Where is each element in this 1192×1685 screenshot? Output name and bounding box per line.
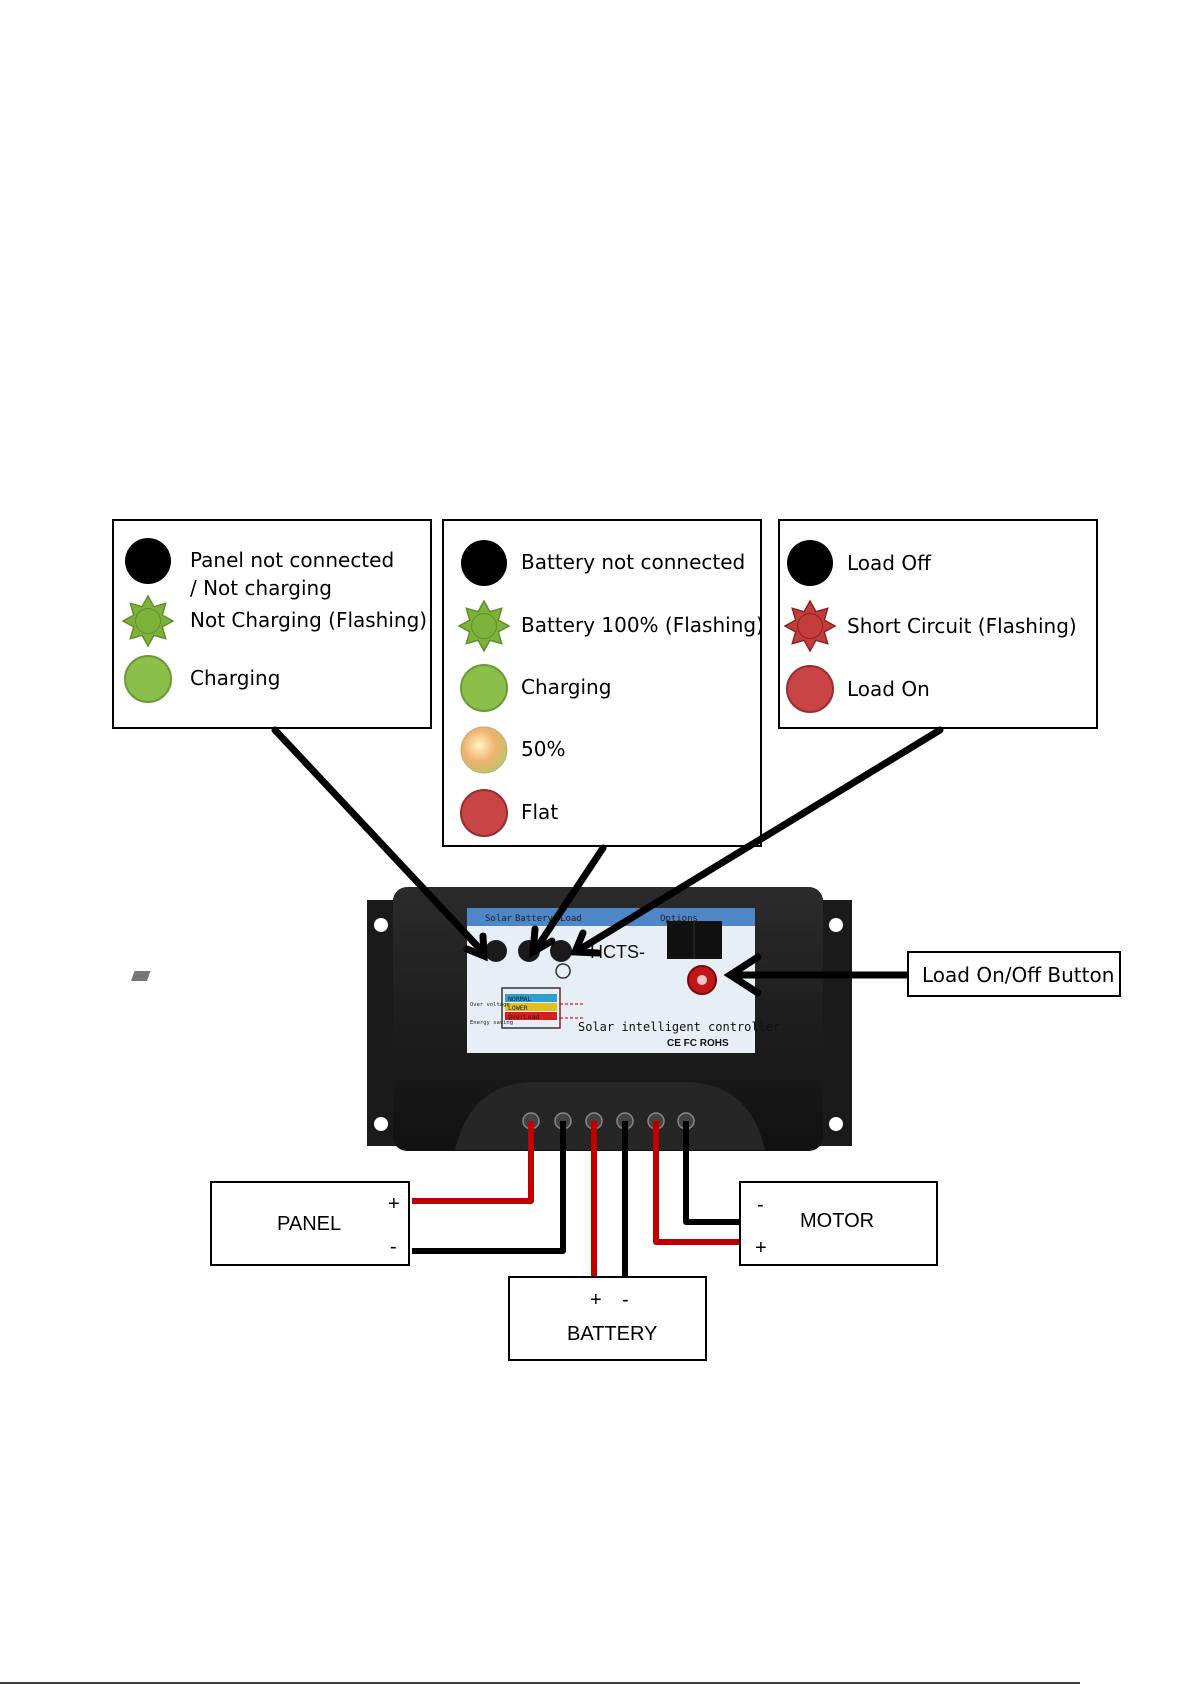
wire-motor-positive: [653, 1121, 743, 1245]
star-center: [471, 613, 497, 639]
button-callout: Load On/Off Button: [907, 951, 1121, 997]
controller-name-text: Solar intelligent controller: [578, 1020, 780, 1034]
legend-load: Load Off Short Circuit (Flashing) Load O…: [778, 519, 1098, 729]
arrow-panel-led-head: [463, 932, 488, 962]
legend-label: Load On: [847, 677, 930, 701]
arrow-battery-led-head: [528, 925, 556, 959]
model-text: HCTS-: [590, 942, 645, 962]
motor-label: MOTOR: [800, 1210, 874, 1232]
indicator-flat-icon: [460, 789, 508, 837]
legend-item-panel-charging: Charging: [124, 655, 280, 703]
header-label-load: Load: [560, 914, 582, 924]
battery-box: + - BATTERY: [508, 1276, 707, 1361]
arrow-load-led: [578, 726, 944, 952]
arrow-load-led-head: [569, 929, 602, 957]
indicator-off-icon: [461, 540, 507, 586]
mounting-hole: [829, 1117, 843, 1131]
legend-battery: Battery not connected Battery 100% (Flas…: [442, 519, 764, 847]
indicator-on-icon: [786, 665, 834, 713]
motor-box: MOTOR - +: [739, 1181, 938, 1266]
arrow-button-head: [723, 953, 762, 997]
flashing-star-icon: [457, 599, 511, 653]
legend-label: Charging: [190, 666, 280, 690]
legend-label: Short Circuit (Flashing): [847, 614, 1077, 638]
legend-item-battery-off: Battery not connected: [461, 540, 745, 586]
panel-box: PANEL + -: [210, 1181, 410, 1266]
led-solar: [485, 940, 507, 962]
mounting-hole: [374, 1117, 388, 1131]
status-lower: LOWER: [508, 1004, 528, 1012]
legend-label: Panel not connected: [190, 548, 394, 572]
load-on-off-button[interactable]: [687, 965, 717, 995]
battery-plus: +: [590, 1289, 602, 1311]
mounting-hole: [374, 918, 388, 932]
status-overload: OverLoad: [508, 1013, 539, 1021]
legend-label: Flat: [521, 800, 558, 824]
legend-item-panel-flashing: Not Charging (Flashing): [121, 594, 427, 648]
arrow-panel-led: [271, 726, 485, 954]
legend-item-battery-full: Battery 100% (Flashing): [457, 599, 764, 653]
star-center: [797, 613, 823, 639]
legend-label: / Not charging: [190, 576, 332, 600]
wire-panel-positive: [412, 1121, 534, 1204]
legend-label: 50%: [521, 737, 565, 761]
indicator-on-icon: [124, 655, 172, 703]
legend-item-panel-off: Panel not connected / Not charging: [125, 538, 394, 600]
legend-label: Not Charging (Flashing): [190, 608, 427, 632]
wire-motor-negative: [683, 1121, 743, 1225]
legend-label: Battery 100% (Flashing): [521, 613, 764, 637]
legend-item-load-off: Load Off: [787, 540, 932, 586]
header-label-options: Options: [660, 914, 698, 924]
indicator-off-icon: [125, 538, 171, 584]
legend-item-battery-half: 50%: [460, 726, 565, 774]
pointer-arrows: [271, 726, 944, 997]
solar-panel-icon: [130, 971, 151, 981]
status-normal: NORMAL: [508, 995, 532, 1003]
certification-text: CE FC ROHS: [667, 1038, 729, 1049]
panel-label: PANEL: [277, 1213, 341, 1235]
legend-item-battery-charging: Charging: [460, 664, 611, 712]
legend-panel: Panel not connected / Not charging Not C…: [112, 519, 432, 729]
wire-panel-negative: [412, 1121, 566, 1254]
panel-minus: -: [390, 1236, 397, 1258]
side-label-over-voltage: Over voltage: [470, 1002, 510, 1008]
legend-item-load-on: Load On: [786, 665, 930, 713]
legend-label: Load Off: [847, 551, 932, 575]
bulb-icon: [555, 963, 571, 979]
legend-item-battery-flat: Flat: [460, 789, 558, 837]
motor-minus: -: [757, 1194, 764, 1216]
side-label-energy-saving: Energy saving: [470, 1020, 513, 1026]
button-callout-label: Load On/Off Button: [922, 963, 1114, 987]
legend-label: Battery not connected: [521, 550, 745, 574]
legend-label: Charging: [521, 675, 611, 699]
panel-plus: +: [388, 1193, 400, 1215]
battery-minus: -: [622, 1289, 629, 1311]
flashing-star-icon: [121, 594, 175, 648]
star-center: [135, 608, 161, 634]
indicator-off-icon: [787, 540, 833, 586]
battery-label: BATTERY: [567, 1323, 657, 1345]
arrow-battery-led: [534, 844, 607, 950]
indicator-on-icon: [460, 664, 508, 712]
led-load: [550, 940, 572, 962]
indicator-half-icon: [460, 726, 508, 774]
header-label-solar: Solar: [485, 914, 513, 924]
mounting-hole: [829, 918, 843, 932]
motor-plus: +: [755, 1237, 767, 1259]
wires: [412, 1121, 743, 1277]
legend-item-load-short: Short Circuit (Flashing): [783, 599, 1077, 653]
header-label-battery: Battery: [515, 914, 554, 924]
flashing-star-icon: [783, 599, 837, 653]
solar-charge-controller: Solar Battery Load Options HCTS- NORMAL …: [130, 887, 852, 1151]
